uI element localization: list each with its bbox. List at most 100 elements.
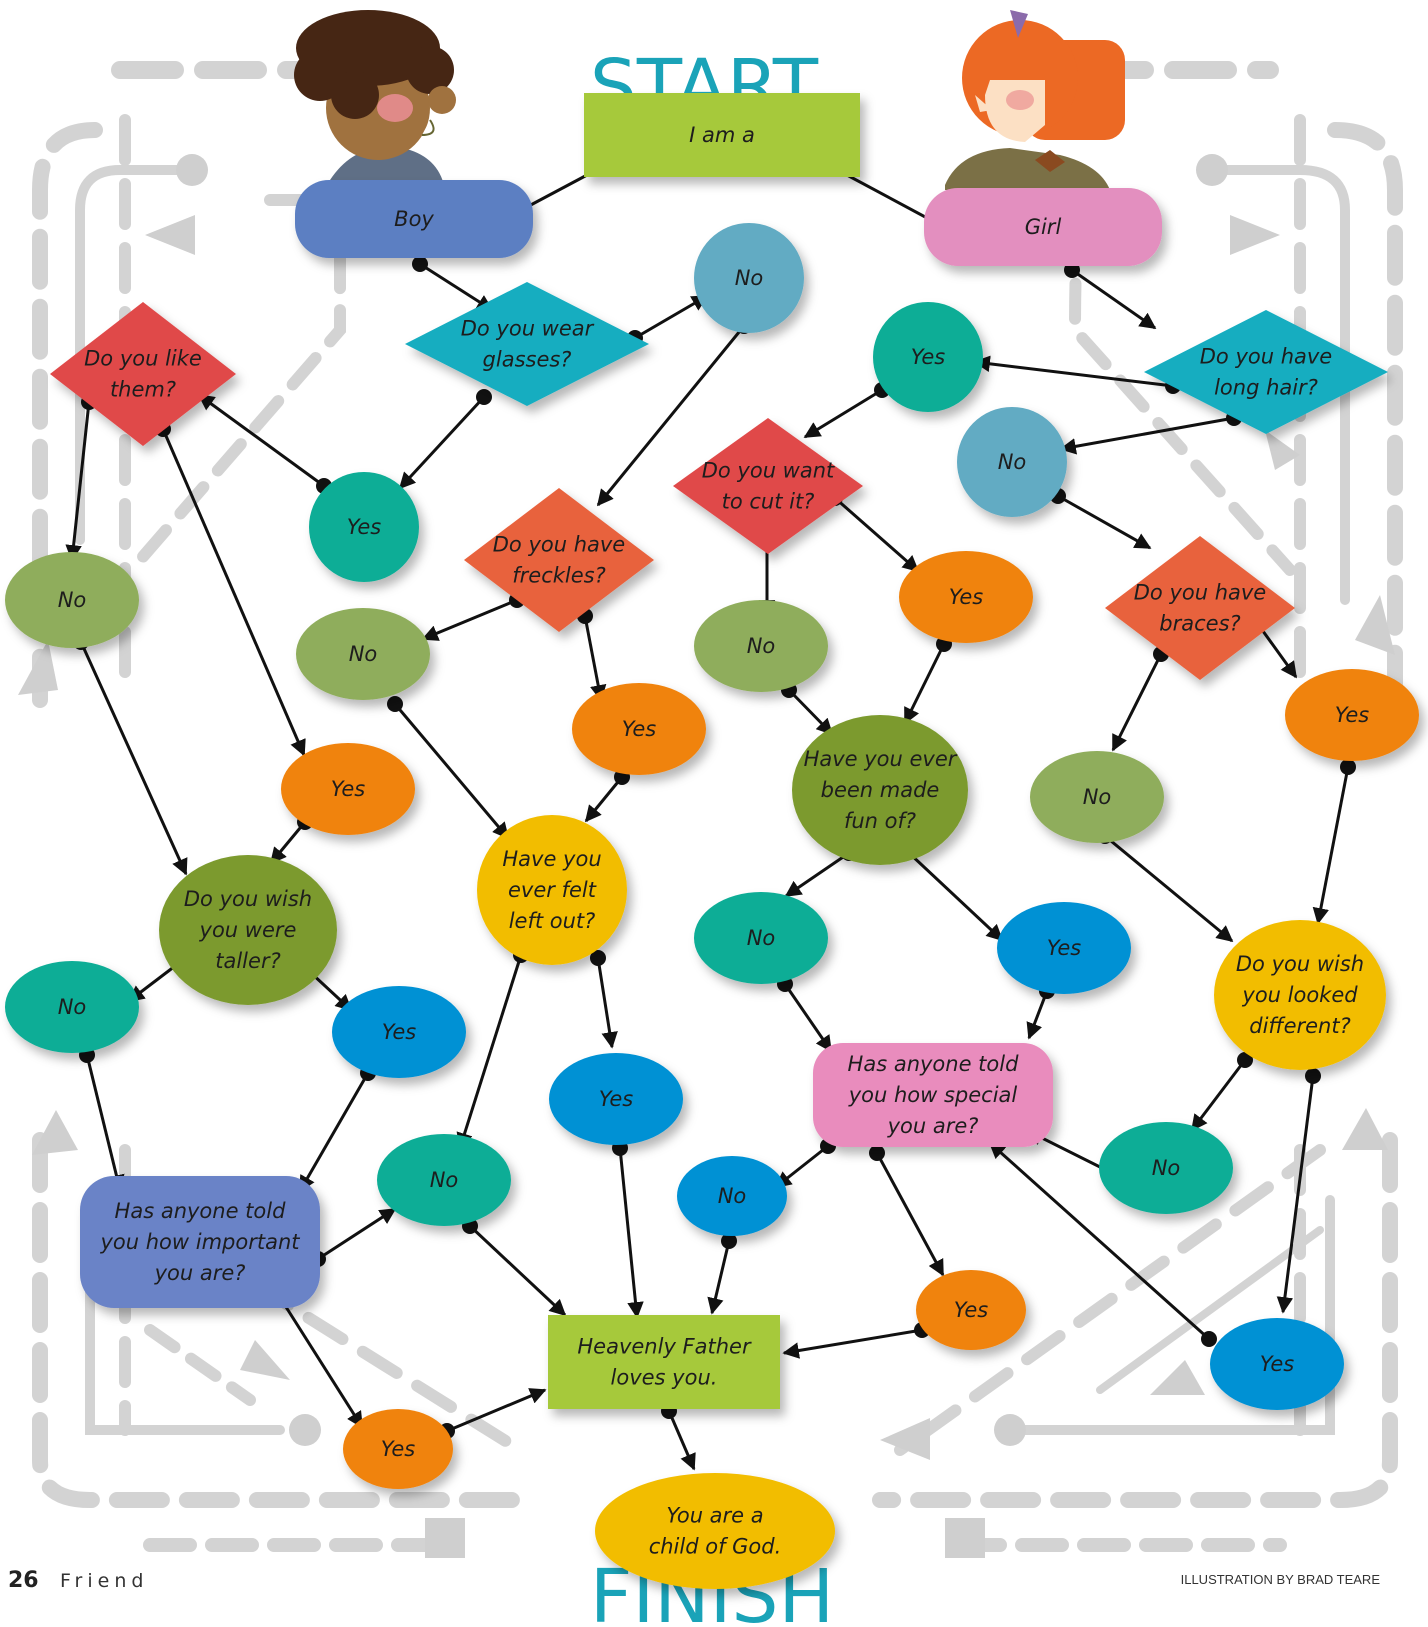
node-hf: Heavenly Father loves you. <box>548 1315 780 1409</box>
node-shape <box>477 815 627 965</box>
flow-arrow <box>1312 766 1350 925</box>
node-label: you how important <box>99 1230 300 1254</box>
node-label: loves you. <box>611 1366 718 1390</box>
flow-arrow <box>1111 653 1163 752</box>
node-label: No <box>747 926 776 950</box>
node-shape <box>295 180 533 258</box>
node-label: you looked <box>1241 983 1358 1007</box>
flow-arrow <box>85 1054 125 1192</box>
flow-arrow <box>803 388 883 439</box>
arrow-tail-dot <box>721 1233 737 1249</box>
node-label: No <box>998 450 1027 474</box>
node-label: Has anyone told <box>848 1052 1020 1076</box>
node-label: Yes <box>954 1298 988 1322</box>
flow-arrow <box>583 615 607 702</box>
node-label: ever felt <box>508 878 597 902</box>
flow-arrow <box>1276 1075 1315 1314</box>
node-label: been made <box>821 778 940 802</box>
arrow-tail-dot <box>590 950 606 966</box>
node-shape <box>1285 669 1419 761</box>
flow-arrow <box>707 1240 731 1315</box>
flow-arrow <box>1026 990 1049 1040</box>
node-label: Yes <box>347 515 381 539</box>
page-number: 26 <box>8 1568 39 1593</box>
node-label: Yes <box>949 585 983 609</box>
flow-arrow <box>596 325 746 507</box>
node-fo-no: No <box>694 892 828 984</box>
arrow-tail-dot <box>1237 1052 1253 1068</box>
node-shape <box>1030 751 1164 843</box>
node-fr-no: No <box>296 608 430 700</box>
node-label: Has anyone told <box>115 1199 287 1223</box>
node-shape <box>5 552 139 648</box>
flow-arrow <box>988 1141 1211 1341</box>
flow-arrow <box>774 1144 829 1189</box>
flow-arrow <box>834 496 920 573</box>
flow-arrow <box>618 1147 644 1319</box>
node-shape <box>899 551 1033 643</box>
flow-arrow <box>1057 494 1152 550</box>
flow-arrow <box>272 1287 364 1429</box>
flow-arrow <box>875 1152 945 1277</box>
node-sp-yes: Yes <box>916 1270 1026 1350</box>
flow-arrow <box>419 262 494 312</box>
node-shape <box>673 418 863 554</box>
node-label: fun of? <box>844 809 916 833</box>
node-label: Yes <box>1335 703 1369 727</box>
node-label: you are? <box>887 1114 979 1138</box>
node-label: Yes <box>381 1437 415 1461</box>
illustration-credit: ILLUSTRATION BY BRAD TEARE <box>1180 1572 1380 1587</box>
node-label: Do you have <box>1200 345 1332 369</box>
girl-character-illustration <box>945 10 1125 190</box>
node-label: Do you like <box>84 347 202 371</box>
node-important: Has anyone told you how important you are? <box>80 1176 320 1308</box>
node-shape <box>1214 920 1386 1070</box>
node-shape <box>50 302 236 446</box>
node-label: Yes <box>599 1087 633 1111</box>
node-label: you are? <box>154 1261 246 1285</box>
node-shape <box>1099 1122 1233 1214</box>
node-label: Do you have <box>1134 581 1266 605</box>
flow-arrow <box>468 1224 567 1317</box>
flow-arrow <box>584 776 624 823</box>
node-label: No <box>58 588 87 612</box>
flow-arrow <box>596 957 618 1049</box>
arrow-tail-dot <box>869 1145 885 1161</box>
node-label: you how special <box>848 1083 1018 1107</box>
node-label: Yes <box>911 345 945 369</box>
node-br-no: No <box>1030 751 1164 843</box>
arrow-tail-dot <box>1201 1331 1217 1347</box>
node-ld-no: No <box>1099 1122 1233 1214</box>
node-shape <box>1105 536 1295 680</box>
node-special: Has anyone told you how special you are? <box>813 1043 1053 1147</box>
flow-arrow <box>783 983 833 1053</box>
node-label: Heavenly Father <box>577 1335 752 1359</box>
node-shape <box>694 223 804 333</box>
node-shape <box>916 1270 1026 1350</box>
node-g-no: No <box>694 223 804 333</box>
flow-arrow <box>1059 416 1235 455</box>
node-shape <box>5 961 139 1053</box>
node-label: No <box>1152 1156 1181 1180</box>
flow-arrow <box>317 1207 397 1261</box>
node-lo-no: No <box>377 1134 511 1226</box>
node-shape <box>584 93 860 177</box>
flow-arrow <box>787 688 834 736</box>
node-label: to cut it? <box>722 490 815 514</box>
node-label: No <box>747 634 776 658</box>
node-shape <box>159 855 337 1005</box>
node-shape <box>957 407 1067 517</box>
node-shape <box>309 472 419 582</box>
node-label: child of God. <box>649 1535 782 1559</box>
node-shape <box>549 1053 683 1145</box>
node-imp-yes: Yes <box>343 1409 453 1489</box>
node-shape <box>332 986 466 1078</box>
